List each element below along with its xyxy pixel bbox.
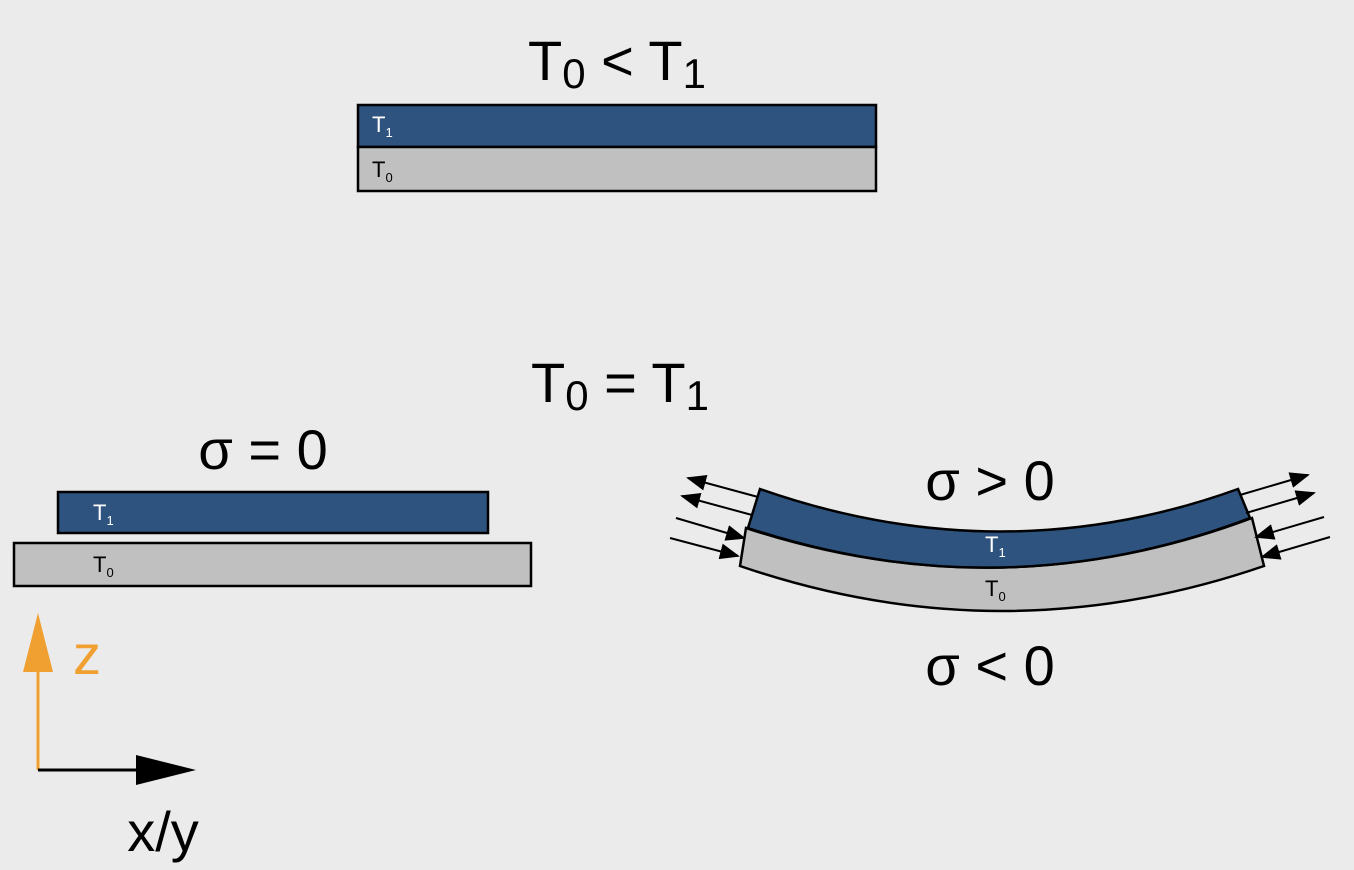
bent-right-stress-arrows	[1239, 472, 1331, 560]
flat-panel-upper-layer-label: T1	[93, 500, 114, 528]
flat-panel-lower-layer-label: T0	[93, 552, 114, 580]
z-axis-arrowhead	[23, 613, 53, 672]
lower-condition-label: T0 = T1	[531, 351, 709, 419]
bent-panel-upper-layer-label: T1	[985, 532, 1006, 560]
flat-panel-upper-layer	[56, 490, 490, 535]
z-axis-label: z	[73, 623, 101, 686]
right-tension-arrow-2	[1245, 490, 1316, 514]
coordinate-axes	[23, 613, 196, 785]
flat-stress-label: σ = 0	[198, 418, 328, 481]
top-panel-upper-layer-label: T1	[372, 112, 393, 140]
flat-panel-lower-layer	[12, 541, 533, 588]
right-tension-arrow-1	[1239, 472, 1310, 496]
xy-axis-arrowhead	[136, 755, 196, 785]
top-panel-lower-layer	[356, 145, 878, 193]
bent-left-stress-arrows	[669, 474, 759, 560]
left-compression-arrow-1	[675, 517, 746, 541]
left-compression-arrow-2	[669, 537, 740, 560]
top-condition-label: T0 < T1	[528, 29, 706, 97]
xy-axis-label: x/y	[127, 800, 199, 863]
left-tension-arrow-1	[686, 474, 759, 498]
top-panel-lower-layer-label: T0	[372, 157, 393, 185]
right-compression-arrow-1	[1254, 516, 1325, 540]
top-panel-upper-layer	[356, 103, 878, 149]
bent-panel-lower-layer-label: T0	[985, 576, 1006, 604]
bent-stress-top-label: σ > 0	[925, 449, 1055, 512]
left-tension-arrow-2	[680, 492, 753, 516]
right-compression-arrow-2	[1260, 536, 1331, 560]
bent-panel-upper-layer	[746, 487, 1252, 569]
bent-stress-bottom-label: σ < 0	[925, 634, 1055, 697]
